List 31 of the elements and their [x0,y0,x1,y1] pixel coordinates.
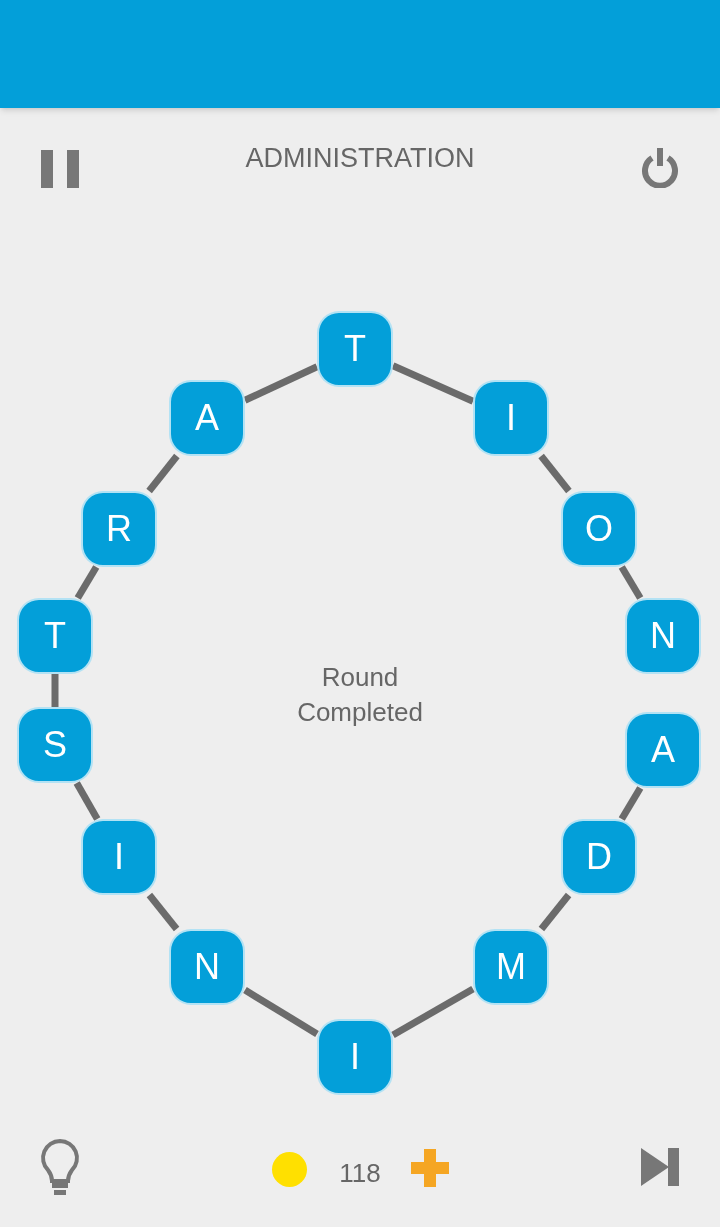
connector-line [74,565,100,600]
letter-tile: A [169,380,245,456]
letter-tile: A [625,712,701,788]
letter-tile: N [625,598,701,674]
connector-line [391,985,475,1039]
letter-tile: S [17,707,93,783]
letter-tile: T [317,311,393,387]
connector-line [538,892,572,932]
coin-count: 118 [338,1157,382,1190]
connector-line [618,565,644,600]
connector-line [243,363,319,404]
connector-line [243,987,319,1037]
letter-tile: O [561,491,637,567]
connector-line [391,362,475,405]
connector-line [146,892,180,932]
letter-tile: R [81,491,157,567]
letter-tile: I [473,380,549,456]
letter-tile: M [473,929,549,1005]
connector-line [618,786,644,821]
letter-tile: N [169,929,245,1005]
letter-tile: D [561,819,637,895]
connector-line [73,781,101,821]
connector-line [51,674,59,707]
target-word: ADMINISTRATION [244,142,476,175]
connector-line [146,453,180,494]
letter-tile: T [17,598,93,674]
letter-tile: I [317,1019,393,1095]
status-text: Round Completed [296,661,424,729]
letter-tile: I [81,819,157,895]
app-bar [0,0,720,108]
connector-line [538,453,572,494]
